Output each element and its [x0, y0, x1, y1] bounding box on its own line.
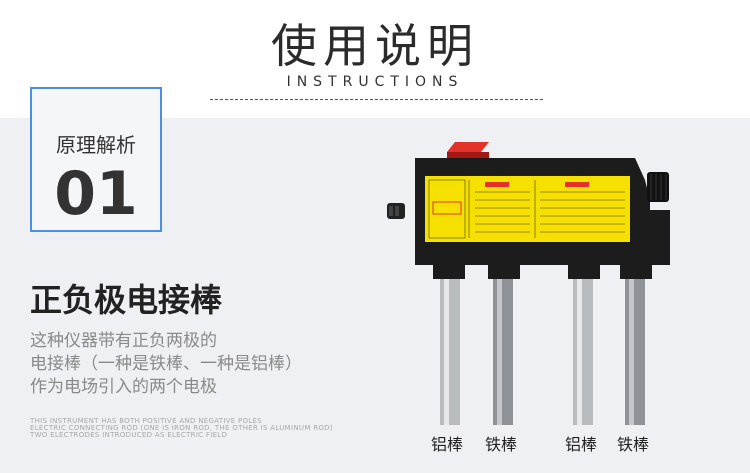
rod-label-aluminum-2: 铝棒: [565, 435, 598, 454]
rod-aluminum-1: [440, 279, 460, 425]
page-title: 使用说明: [271, 19, 479, 73]
adjust-knob-icon: [647, 172, 669, 202]
dashed-divider: [210, 99, 543, 100]
section-heading: 正负极电接棒: [30, 281, 223, 319]
page-subtitle: INSTRUCTIONS: [286, 74, 464, 90]
rod-iron-1: [493, 279, 513, 425]
section-description: 这种仪器带有正负两极的 电接棒（一种是铁棒、一种是铝棒） 作为电场引入的两个电极: [30, 331, 302, 397]
power-switch-icon: [447, 142, 489, 158]
rod-label-iron-1: 铁棒: [485, 435, 518, 454]
section-box: 原理解析 01: [30, 87, 162, 232]
electrolyzer-device-image: [387, 142, 670, 425]
rod-aluminum-2: [573, 279, 593, 425]
rod-label-iron-2: 铁棒: [617, 435, 650, 454]
section-number: 01: [54, 159, 138, 229]
power-cord: [387, 203, 405, 219]
english-description: THIS INSTRUMENT HAS BOTH POSITIVE AND NE…: [30, 417, 333, 439]
rod-label-aluminum-1: 铝棒: [431, 435, 464, 454]
electrode-rods: [433, 265, 652, 425]
instruction-sticker: [425, 176, 630, 242]
rod-iron-2: [625, 279, 645, 425]
section-label: 原理解析: [56, 133, 136, 157]
